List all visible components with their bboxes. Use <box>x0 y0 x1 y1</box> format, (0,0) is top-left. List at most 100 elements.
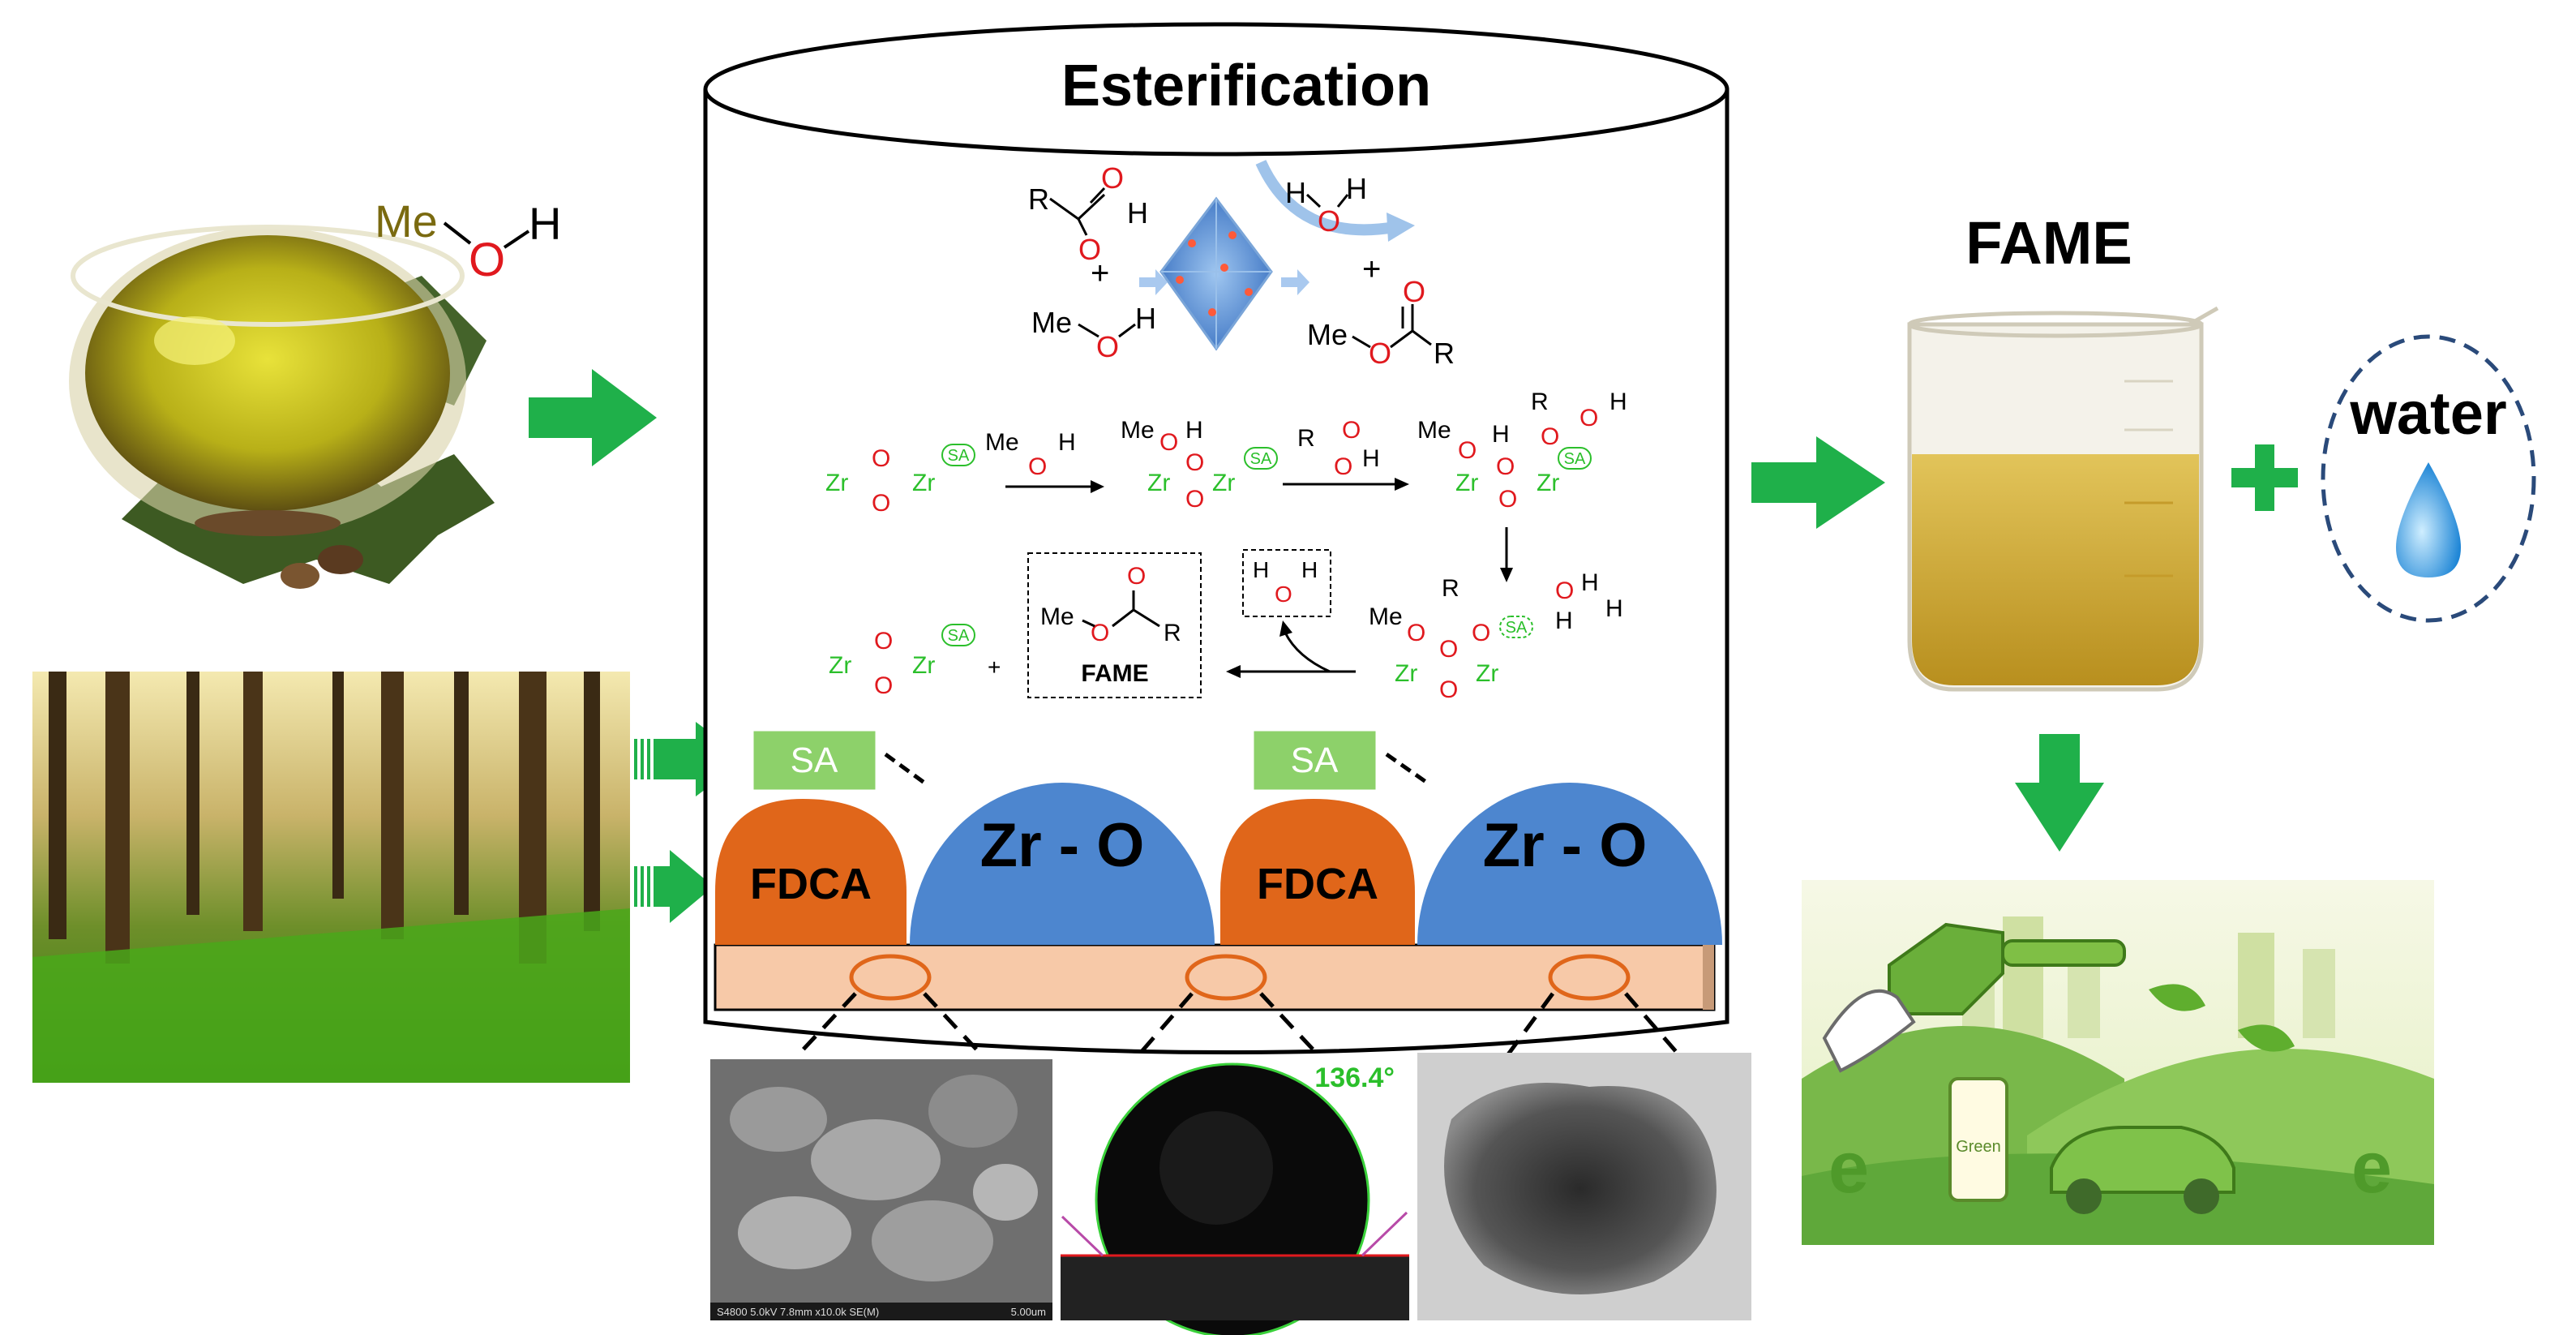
svg-text:H: H <box>1609 388 1627 415</box>
svg-text:Me: Me <box>1307 318 1348 351</box>
svg-text:H: H <box>1346 172 1367 205</box>
svg-text:O: O <box>1496 453 1515 480</box>
reactor-cylinder <box>703 22 1729 1054</box>
svg-text:O: O <box>1185 449 1204 476</box>
sa-label-2: SA <box>1291 740 1339 780</box>
svg-text:H: H <box>529 198 561 249</box>
svg-text:+: + <box>1091 255 1109 291</box>
svg-text:H: H <box>1605 595 1623 622</box>
mechanism-acid: R O O H <box>1297 417 1380 480</box>
sa-link-2 <box>1385 752 1429 785</box>
mechanism-site-3: Me O H R O O H Zr O O Zr SA <box>1417 388 1627 513</box>
ester-product-formula: Me O O R <box>1307 275 1455 370</box>
svg-text:O: O <box>872 445 890 472</box>
svg-text:O: O <box>1159 429 1178 456</box>
svg-text:Me: Me <box>375 195 438 247</box>
svg-text:H: H <box>1555 607 1573 634</box>
mechanism-site-4: Me R O O SA O H H H Zr O O Zr <box>1369 569 1623 703</box>
svg-text:O: O <box>1127 563 1146 590</box>
mechanism-arrowhead-1 <box>1091 480 1104 493</box>
svg-text:O: O <box>1555 577 1574 604</box>
zro-dome-2 <box>1417 783 1722 945</box>
svg-text:Zr: Zr <box>912 652 935 679</box>
green-energy-image: Green e e <box>1802 880 2434 1245</box>
water-product-formula: H O H <box>1285 172 1367 238</box>
svg-text:R: R <box>1164 620 1181 646</box>
arrow-to-fdca <box>634 850 714 923</box>
substrate-bar <box>714 943 1716 1011</box>
mechanism-site-2: Me O H Zr O O Zr SA <box>1121 417 1278 513</box>
mechanism-arrowhead-2 <box>1395 478 1409 491</box>
svg-text:O: O <box>1101 161 1124 195</box>
water-release-arrow <box>1255 160 1396 236</box>
tem-image <box>1417 1053 1751 1320</box>
substrate-bar-shade <box>1703 945 1714 1010</box>
svg-text:H: H <box>1058 429 1076 456</box>
svg-text:R: R <box>1531 388 1549 415</box>
water-label: water <box>2349 380 2506 447</box>
svg-text:SA: SA <box>948 447 970 465</box>
svg-text:O: O <box>1407 620 1425 646</box>
svg-text:e: e <box>1828 1127 1869 1208</box>
svg-text:O: O <box>1318 204 1340 238</box>
water-leaving-arrowhead <box>1279 620 1292 637</box>
svg-text:Zr: Zr <box>1476 660 1498 687</box>
water-release-arrowhead <box>1387 212 1415 242</box>
svg-text:Zr: Zr <box>1537 470 1559 496</box>
svg-text:Me: Me <box>1040 603 1074 630</box>
methanol-formula: Me O H <box>375 195 561 286</box>
fame-label: FAME <box>1965 209 2132 277</box>
svg-text:O: O <box>1185 486 1204 513</box>
svg-text:O: O <box>1579 405 1598 431</box>
svg-text:O: O <box>874 628 893 655</box>
svg-text:O: O <box>1096 330 1119 363</box>
svg-text:H: H <box>1135 302 1156 335</box>
svg-text:Zr: Zr <box>1212 470 1235 496</box>
svg-text:SA: SA <box>1250 450 1272 468</box>
svg-text:Me: Me <box>1121 417 1155 444</box>
zoom-lines <box>797 992 1680 1056</box>
fame-beaker-image <box>1907 306 2219 692</box>
svg-text:O: O <box>1472 620 1490 646</box>
forest-image <box>32 672 630 1083</box>
svg-text:SA: SA <box>1564 450 1586 468</box>
svg-text:O: O <box>1369 337 1391 370</box>
catalyst-octahedron-icon <box>1159 196 1273 351</box>
zro-dome-1 <box>910 783 1215 945</box>
svg-text:H: H <box>1362 445 1380 472</box>
plus-product: + <box>1362 251 1381 287</box>
svg-text:H: H <box>1285 176 1306 209</box>
svg-text:O: O <box>872 490 890 517</box>
zro-label-2: Zr - O <box>1483 811 1648 880</box>
svg-text:e: e <box>2351 1127 2392 1208</box>
svg-text:O: O <box>1439 676 1458 703</box>
svg-text:FAME: FAME <box>1081 660 1148 687</box>
mechanism-site-1: Zr O O Zr SA <box>825 444 975 517</box>
svg-text:H: H <box>1253 557 1269 582</box>
svg-text:SA: SA <box>1506 619 1528 637</box>
svg-text:Me: Me <box>985 429 1019 456</box>
water-circle <box>2321 334 2536 623</box>
sem-image: S4800 5.0kV 7.8mm x10.0k SE(M) 5.00um <box>710 1059 1052 1320</box>
sa-block-1 <box>751 728 878 792</box>
svg-text:Zr: Zr <box>829 652 851 679</box>
water-drop-icon <box>2396 462 2461 577</box>
mechanism-arrowhead-4 <box>1226 665 1241 678</box>
svg-text:Me: Me <box>1369 603 1403 630</box>
fame-box: Me O O R FAME <box>1027 552 1202 698</box>
arrow-down-to-green <box>2015 734 2104 852</box>
svg-text:Zr: Zr <box>1147 470 1170 496</box>
water-leaving-arrow <box>1284 632 1331 673</box>
svg-text:O: O <box>1541 423 1559 450</box>
svg-text:H: H <box>1581 569 1599 596</box>
sa-block-2 <box>1251 728 1378 792</box>
svg-text:Me: Me <box>1417 417 1451 444</box>
contact-angle-image: 136.4° <box>1061 1059 1409 1335</box>
svg-text:R: R <box>1297 425 1315 452</box>
svg-text:R: R <box>1434 337 1455 370</box>
svg-text:O: O <box>874 672 893 699</box>
svg-text:O: O <box>1334 453 1352 480</box>
svg-text:H: H <box>1301 557 1318 582</box>
svg-text:O: O <box>1498 486 1517 513</box>
plus-icon <box>2231 444 2298 511</box>
